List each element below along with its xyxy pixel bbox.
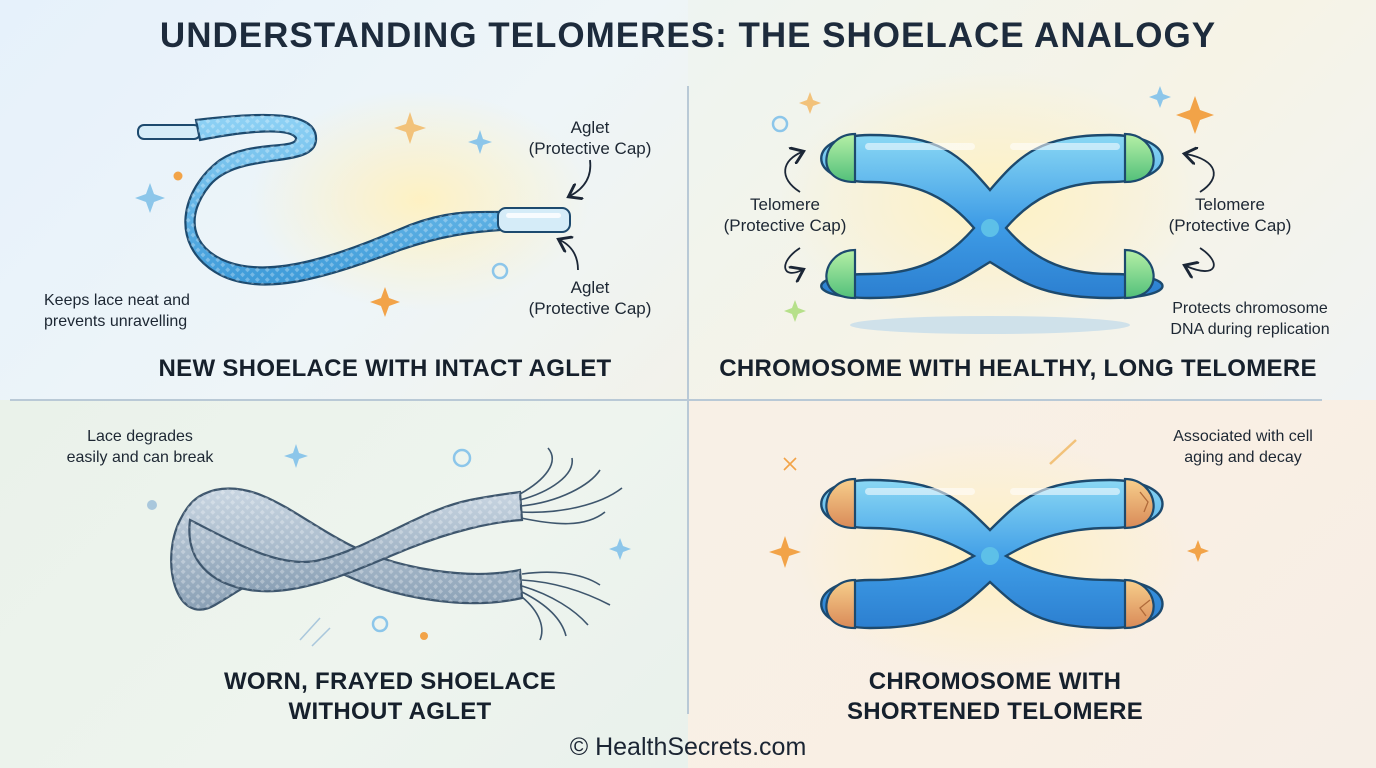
frayed-shoelace-illustration	[170, 447, 623, 641]
chromosome-highlight	[865, 488, 975, 495]
chromosome-body	[820, 133, 1164, 300]
scratch-decoration	[299, 617, 331, 647]
note-line: Keeps lace neat and	[44, 292, 190, 309]
short-telomere-cap	[1123, 578, 1155, 630]
telomere-label-line: (Protective Cap)	[723, 216, 847, 235]
caption-line: CHROMOSOME WITH	[868, 668, 1122, 695]
sparkle-icon	[394, 112, 426, 144]
frayed-lace-texture	[189, 492, 522, 592]
caption-new-shoelace: NEW SHOELACE WITH INTACT AGLET	[158, 355, 612, 382]
note-line: Lace degrades	[87, 428, 193, 445]
page-title: UNDERSTANDING TELOMERES: THE SHOELACE AN…	[159, 16, 1217, 55]
telomere-label-right: Telomere (Protective Cap)	[1145, 194, 1315, 236]
aglet-label-line: Aglet	[570, 278, 610, 297]
ring-decoration	[771, 115, 789, 133]
dot-decoration	[420, 632, 428, 640]
aglet-top	[137, 124, 201, 140]
healthy-chromosome-illustration	[820, 132, 1164, 300]
frayed-note: Lace degrades easily and can break	[40, 426, 240, 468]
short-telomere-cap	[1123, 477, 1155, 530]
note-line: DNA during replication	[1170, 321, 1330, 338]
chromosome-highlight	[1010, 143, 1120, 150]
chromosome-shadow	[850, 316, 1130, 334]
panel-frayed-shoelace	[0, 400, 688, 768]
sparkle-decorations	[771, 86, 1214, 322]
new-shoelace-illustration	[137, 113, 571, 286]
note-line: easily and can break	[66, 449, 214, 466]
note-line: Associated with cell	[1173, 428, 1313, 445]
caption-healthy-chromosome: CHROMOSOME WITH HEALTHY, LONG TELOMERE	[719, 355, 1317, 382]
arrow-icon	[784, 152, 802, 193]
telomere-cap	[825, 248, 857, 300]
sparkle-icon	[135, 183, 165, 213]
sparkle-decorations	[769, 439, 1209, 568]
shoelace-note: Keeps lace neat and prevents unravelling	[44, 290, 244, 332]
telomere-label-line: Telomere	[1195, 195, 1265, 214]
chromosome-highlight	[1010, 488, 1120, 495]
aglet-label-top: Aglet (Protective Cap)	[510, 117, 670, 159]
sparkle-decorations	[135, 112, 509, 317]
telomere-cap	[825, 132, 857, 184]
note-line: Protects chromosome	[1172, 300, 1328, 317]
arrow-icon	[1186, 247, 1215, 271]
sparkle-decorations	[147, 444, 631, 647]
note-line: prevents unravelling	[44, 313, 188, 330]
frayed-lace-texture	[171, 488, 523, 610]
sparkle-icon	[1149, 86, 1171, 108]
aglet-label-line: (Protective Cap)	[528, 139, 652, 158]
note-line: aging and decay	[1184, 449, 1302, 466]
sparkle-icon	[284, 444, 308, 468]
centromere	[981, 219, 999, 237]
telomere-label-left: Telomere (Protective Cap)	[700, 194, 870, 236]
caption-line: WORN, FRAYED SHOELACE	[223, 668, 557, 695]
sparkle-icon	[1176, 96, 1214, 134]
sparkle-icon	[609, 538, 631, 560]
ring-decoration	[371, 615, 389, 633]
aging-note: Associated with cell aging and decay	[1140, 426, 1346, 468]
short-chromosome-illustration	[820, 477, 1164, 630]
sparkle-icon	[799, 92, 821, 114]
sparkle-icon	[769, 536, 801, 568]
sparkle-icon	[370, 287, 400, 317]
streak-decoration	[1049, 439, 1077, 465]
arrow-icon	[570, 159, 592, 196]
sparkle-icon	[468, 130, 492, 154]
centromere	[981, 547, 999, 565]
aglet-highlight	[506, 213, 561, 218]
short-telomere-cap	[825, 477, 857, 530]
telomere-cap	[1123, 132, 1155, 184]
dot-decoration	[173, 171, 183, 181]
telomere-label-line: (Protective Cap)	[1168, 216, 1292, 235]
chromosome-highlight	[865, 143, 975, 150]
telomere-label-line: Telomere	[750, 195, 820, 214]
arrow-icon	[1186, 154, 1215, 193]
caption-short-chromosome: CHROMOSOME WITH SHORTENED TELOMERE	[760, 667, 1230, 727]
dot-decoration	[147, 500, 157, 510]
sparkle-icon	[784, 300, 806, 322]
caption-frayed-shoelace: WORN, FRAYED SHOELACE WITHOUT AGLET	[160, 667, 620, 727]
sparkle-icon	[783, 457, 797, 471]
aglet-label-line: (Protective Cap)	[528, 299, 652, 318]
short-telomere-cap	[825, 578, 857, 630]
caption-line: SHORTENED TELOMERE	[846, 698, 1144, 725]
ring-decoration	[491, 262, 509, 280]
sparkle-icon	[1187, 540, 1209, 562]
horizontal-divider	[10, 399, 1322, 401]
telomere-cap	[1123, 248, 1155, 300]
arrow-icon	[560, 240, 579, 271]
chromosome-note: Protects chromosome DNA during replicati…	[1140, 298, 1360, 340]
aglet-label-bottom: Aglet (Protective Cap)	[510, 277, 670, 319]
caption-line: WITHOUT AGLET	[288, 698, 492, 725]
crack-decoration	[1139, 491, 1151, 617]
aglet-bottom	[497, 207, 571, 233]
ring-decoration	[452, 448, 472, 468]
copyright-footer: © HealthSecrets.com	[569, 733, 807, 761]
aglet-label-line: Aglet	[570, 118, 610, 137]
lace-weave	[185, 114, 500, 285]
arrow-icon	[784, 247, 802, 273]
frayed-fibers	[519, 447, 623, 641]
